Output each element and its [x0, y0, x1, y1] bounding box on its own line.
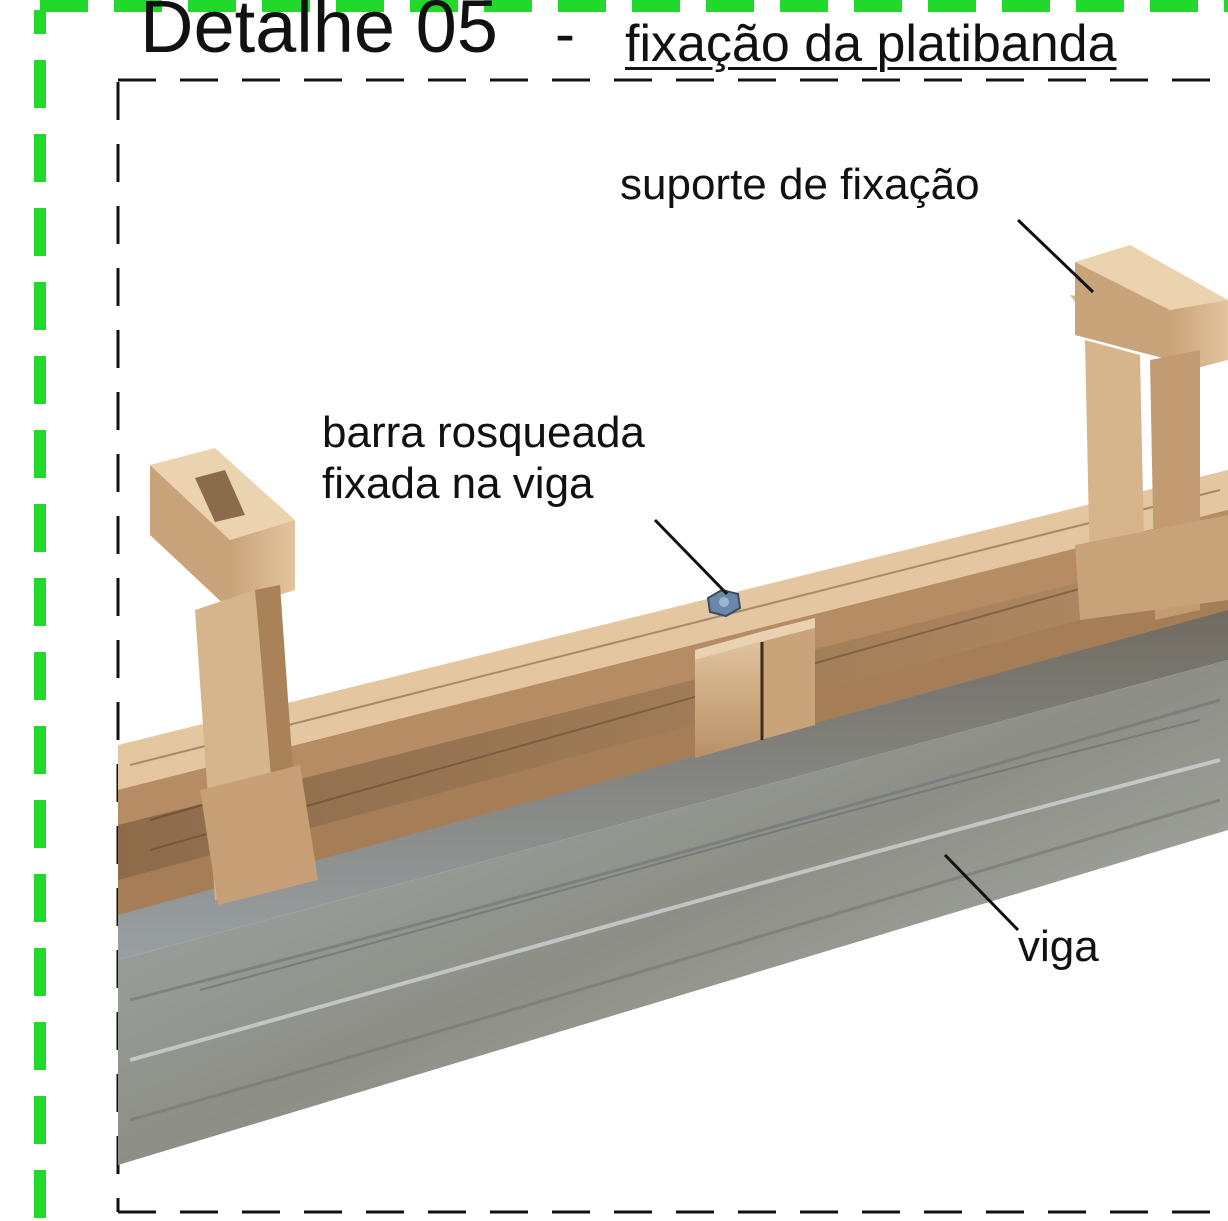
beam-viga: [118, 600, 1228, 1165]
label-barra-line1: barra rosqueada: [322, 408, 645, 457]
detail-title: Detalhe 05: [140, 0, 498, 64]
title-separator: -: [555, 0, 575, 67]
right-post: [1070, 245, 1228, 620]
leader-lines: [653, 218, 1095, 932]
detail-title-text: Detalhe 05: [140, 0, 498, 68]
detail-subtitle: fixação da platibanda: [625, 15, 1117, 73]
nut-icon: [706, 588, 742, 618]
green-dashed-border: [34, 0, 1228, 1218]
horizontal-rail: [118, 470, 1228, 825]
label-viga: viga: [1018, 922, 1099, 971]
left-post: [150, 448, 318, 905]
label-barra-line2: fixada na viga: [322, 458, 594, 508]
label-suporte: suporte de fixação: [620, 160, 980, 209]
label-barra: barra rosqueada fixada na viga: [322, 408, 645, 509]
middle-blocks: [695, 618, 815, 758]
